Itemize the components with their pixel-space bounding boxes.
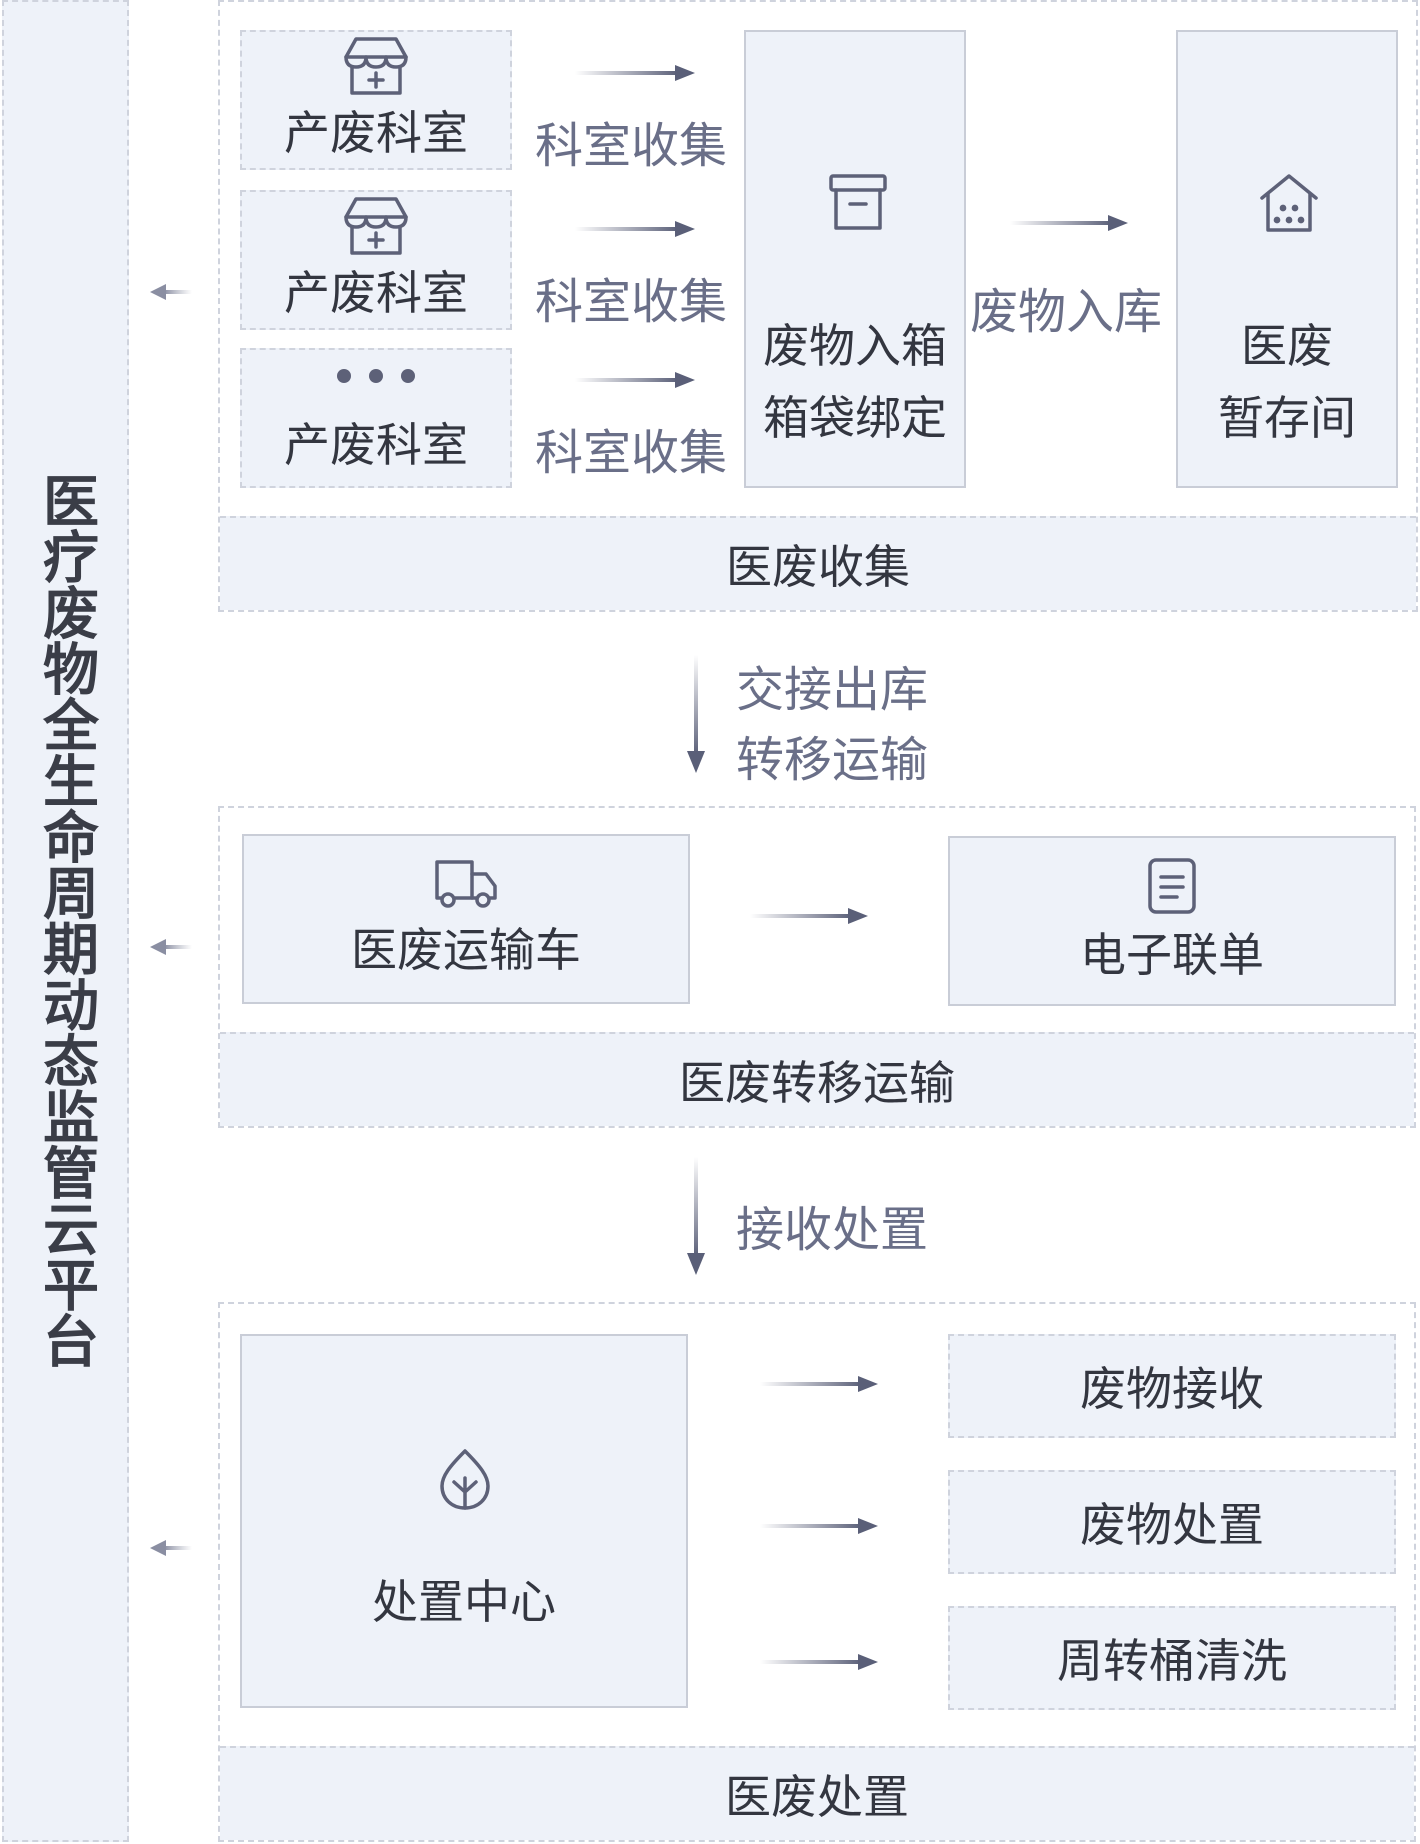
left-arrow-transport (150, 935, 192, 959)
manifest-label: 电子联单 (1080, 928, 1264, 982)
document-icon (1147, 857, 1197, 915)
storage-box: 医废 暂存间 (1176, 30, 1398, 488)
left-arrow-disposal (150, 1536, 192, 1560)
department-box: 产废科室 (240, 190, 512, 330)
step-box: 废物接收 (948, 1334, 1396, 1438)
department-label: 产废科室 (284, 106, 468, 160)
step-box: 废物处置 (948, 1470, 1396, 1574)
transport-footer: 医废转移运输 (220, 1032, 1414, 1126)
step-label: 周转桶清洗 (1057, 1634, 1287, 1688)
storage-line1: 医废 (1241, 319, 1333, 373)
collect-label: 科室收集 (535, 118, 728, 174)
binding-box: 废物入箱 箱袋绑定 (744, 30, 966, 488)
flow-arrow (760, 1651, 878, 1673)
department-box: 产废科室 (240, 348, 512, 488)
warehouse-icon (1258, 172, 1320, 234)
left-arrow-collection (150, 280, 192, 304)
department-box: 产废科室 (240, 30, 512, 170)
disposal-footer: 医废处置 (220, 1746, 1414, 1840)
platform-bar: 医疗废物全生命周期动态监管云平台 (2, 0, 129, 1842)
flow-arrow (575, 369, 695, 391)
flow-arrow (575, 62, 695, 84)
binding-line1: 废物入箱 (763, 319, 947, 373)
vehicle-box: 医废运输车 (242, 834, 690, 1004)
step-label: 废物处置 (1080, 1498, 1264, 1552)
department-label: 产废科室 (284, 418, 468, 472)
leaf-icon (438, 1448, 492, 1512)
storage-label: 废物入库 (970, 284, 1163, 340)
flow-arrow (760, 1515, 878, 1537)
manifest-box: 电子联单 (948, 836, 1396, 1006)
flow-arrow (575, 218, 695, 240)
truck-icon (434, 858, 498, 910)
disposal-center-label: 处置中心 (372, 1575, 556, 1629)
disposal-center-box: 处置中心 (240, 1334, 688, 1708)
receive-arrow (684, 1157, 708, 1275)
step-label: 废物接收 (1080, 1362, 1264, 1416)
handover-line1: 交接出库 (736, 662, 929, 718)
department-label: 产废科室 (284, 266, 468, 320)
flow-arrow (1010, 212, 1128, 234)
flow-arrow (760, 1373, 878, 1395)
handover-line2: 转移运输 (736, 732, 929, 788)
archive-box-icon (828, 172, 888, 232)
collect-label: 科室收集 (535, 274, 728, 330)
platform-title: 医疗废物全生命周期动态监管云平台 (33, 472, 99, 1368)
binding-line2: 箱袋绑定 (763, 391, 947, 445)
storage-line2: 暂存间 (1218, 391, 1356, 445)
collection-footer: 医废收集 (220, 516, 1416, 610)
more-dots-icon (331, 361, 421, 391)
receive-label: 接收处置 (736, 1202, 929, 1258)
handover-arrow (684, 655, 708, 773)
collect-label: 科室收集 (535, 425, 728, 481)
clinic-icon (344, 37, 408, 95)
clinic-icon (344, 197, 408, 255)
flow-arrow (750, 905, 868, 927)
step-box: 周转桶清洗 (948, 1606, 1396, 1710)
vehicle-label: 医废运输车 (351, 923, 581, 977)
